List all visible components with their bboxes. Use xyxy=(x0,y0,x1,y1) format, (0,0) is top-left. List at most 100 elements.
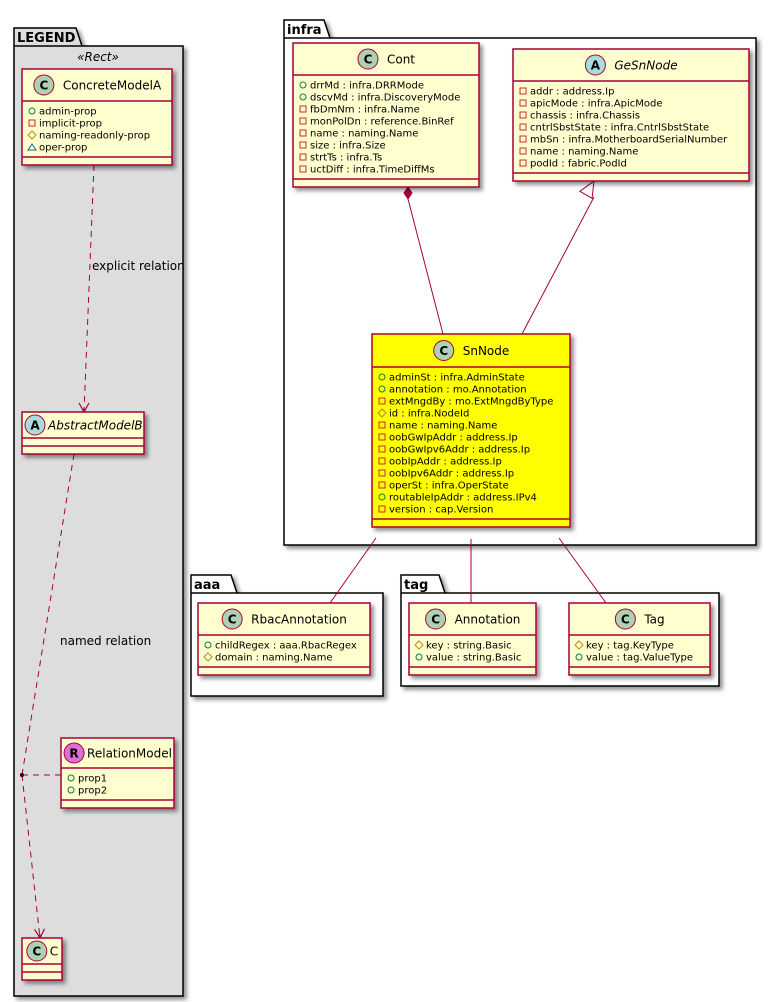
class-name: RbacAnnotation xyxy=(251,613,347,627)
private-visibility-icon xyxy=(519,99,527,107)
class-attribute: name : naming.Name xyxy=(389,421,497,432)
svg-text:C: C xyxy=(439,344,448,358)
class-attribute: uctDiff : infra.TimeDiffMs xyxy=(310,165,435,176)
svg-text:C: C xyxy=(32,945,41,959)
class-attribute: podId : fabric.PodId xyxy=(530,159,627,170)
generalization-triangle-icon xyxy=(579,179,595,200)
private-visibility-icon xyxy=(378,445,386,453)
package-legend: LEGEND xyxy=(13,27,184,997)
class-attribute: extMngdBy : mo.ExtMngdByType xyxy=(389,397,553,408)
legend-stereotype: «Rect» xyxy=(77,50,119,64)
public-visibility-icon xyxy=(299,93,307,101)
public-visibility-icon xyxy=(67,786,75,794)
class-attribute: strtTs : infra.Ts xyxy=(310,153,382,164)
composition-line xyxy=(407,198,444,335)
svg-text:C: C xyxy=(364,53,373,67)
class-attribute: name : naming.Name xyxy=(530,147,638,158)
protected-visibility-icon xyxy=(203,652,213,662)
class-attribute: chassis : infra.Chassis xyxy=(530,111,640,122)
class-attribute: operSt : infra.OperState xyxy=(389,481,509,492)
class-attribute: adminSt : infra.AdminState xyxy=(389,373,525,384)
svg-text:C: C xyxy=(431,613,440,627)
composition-diamond-icon xyxy=(403,186,413,200)
svg-text:A: A xyxy=(591,59,601,73)
named-relation-label: named relation xyxy=(60,634,151,648)
protected-visibility-icon xyxy=(574,640,584,650)
class-abstract-model-b[interactable]: A AbstractModelB xyxy=(21,411,145,455)
class-rbac-annotation[interactable]: C RbacAnnotation childRegex : aaa.RbacRege… xyxy=(197,602,371,676)
public-visibility-icon xyxy=(575,653,583,661)
class-stereotype-icon: C xyxy=(433,340,455,361)
public-visibility-icon xyxy=(378,385,386,393)
class-name: SnNode xyxy=(463,344,510,358)
public-visibility-icon xyxy=(378,493,386,501)
generalization-line xyxy=(521,196,595,335)
class-name: AbstractModelB xyxy=(47,419,143,433)
public-visibility-icon xyxy=(415,653,423,661)
class-name: GeSnNode xyxy=(614,59,677,73)
class-stereotype-icon: C xyxy=(221,608,243,630)
svg-text:C: C xyxy=(621,613,630,627)
class-attribute: drrMd : infra.DRRMode xyxy=(310,81,424,92)
public-visibility-icon xyxy=(28,107,36,115)
public-visibility-icon xyxy=(204,641,212,649)
private-visibility-icon xyxy=(378,469,386,477)
private-visibility-icon xyxy=(378,397,386,405)
svg-text:C: C xyxy=(39,79,48,93)
private-visibility-icon xyxy=(378,433,386,441)
class-attribute: annotation : mo.Annotation xyxy=(389,385,527,396)
class-stereotype-icon: C xyxy=(26,940,48,962)
class-name: C xyxy=(50,945,58,959)
class-attribute: oobIpv6Addr : address.Ip xyxy=(389,469,514,480)
public-visibility-icon xyxy=(378,373,386,381)
class-attribute: prop2 xyxy=(78,786,107,797)
svg-text:R: R xyxy=(69,747,78,761)
private-visibility-icon xyxy=(519,159,527,167)
private-visibility-icon xyxy=(299,165,307,173)
class-attribute: domain : naming.Name xyxy=(215,653,333,664)
abstract-stereotype-icon: A xyxy=(584,54,606,76)
class-name: Cont xyxy=(387,53,415,67)
class-attribute: dscvMd : infra.DiscoveryMode xyxy=(310,93,460,104)
class-attribute: oobIpAddr : address.Ip xyxy=(389,457,502,468)
class-stereotype-icon: C xyxy=(33,74,55,96)
class-attribute: id : infra.NodeId xyxy=(389,409,469,420)
class-name: RelationModel xyxy=(87,747,172,761)
class-attribute: routableIpAddr : address.IPv4 xyxy=(389,493,537,504)
class-attribute: value : string.Basic xyxy=(426,653,521,664)
package-title: LEGEND xyxy=(17,31,76,46)
class-attribute: childRegex : aaa.RbacRegex xyxy=(215,641,357,652)
private-visibility-icon xyxy=(28,119,36,127)
explicit-relation-label: explicit relation xyxy=(92,259,185,273)
class-attribute: oobGwIpAddr : address.Ip xyxy=(389,433,518,444)
class-attribute: size : infra.Size xyxy=(310,141,386,152)
class-attribute: key : tag.KeyType xyxy=(586,641,674,652)
class-sn-node[interactable]: C SnNode adminSt : infra.AdminStateannotat… xyxy=(371,333,571,528)
private-visibility-icon xyxy=(519,87,527,95)
class-stereotype-icon: C xyxy=(357,48,379,70)
private-visibility-icon xyxy=(299,129,307,137)
svg-text:A: A xyxy=(30,419,40,433)
class-attribute: fbDmNm : infra.Name xyxy=(310,105,420,116)
package-title: aaa xyxy=(194,578,220,593)
named-relation-line xyxy=(21,774,41,939)
class-stereotype-icon: C xyxy=(425,608,447,630)
class-attribute: prop1 xyxy=(78,774,107,785)
protected-visibility-icon xyxy=(414,640,424,650)
abstract-stereotype-icon: A xyxy=(24,414,46,436)
class-attribute: key : string.Basic xyxy=(426,641,512,652)
package-visibility-icon xyxy=(27,143,37,151)
class-attribute: name : naming.Name xyxy=(310,129,418,140)
package-title: tag xyxy=(404,578,428,593)
class-attribute: implicit-prop xyxy=(39,119,102,130)
class-stereotype-icon: C xyxy=(614,608,636,630)
